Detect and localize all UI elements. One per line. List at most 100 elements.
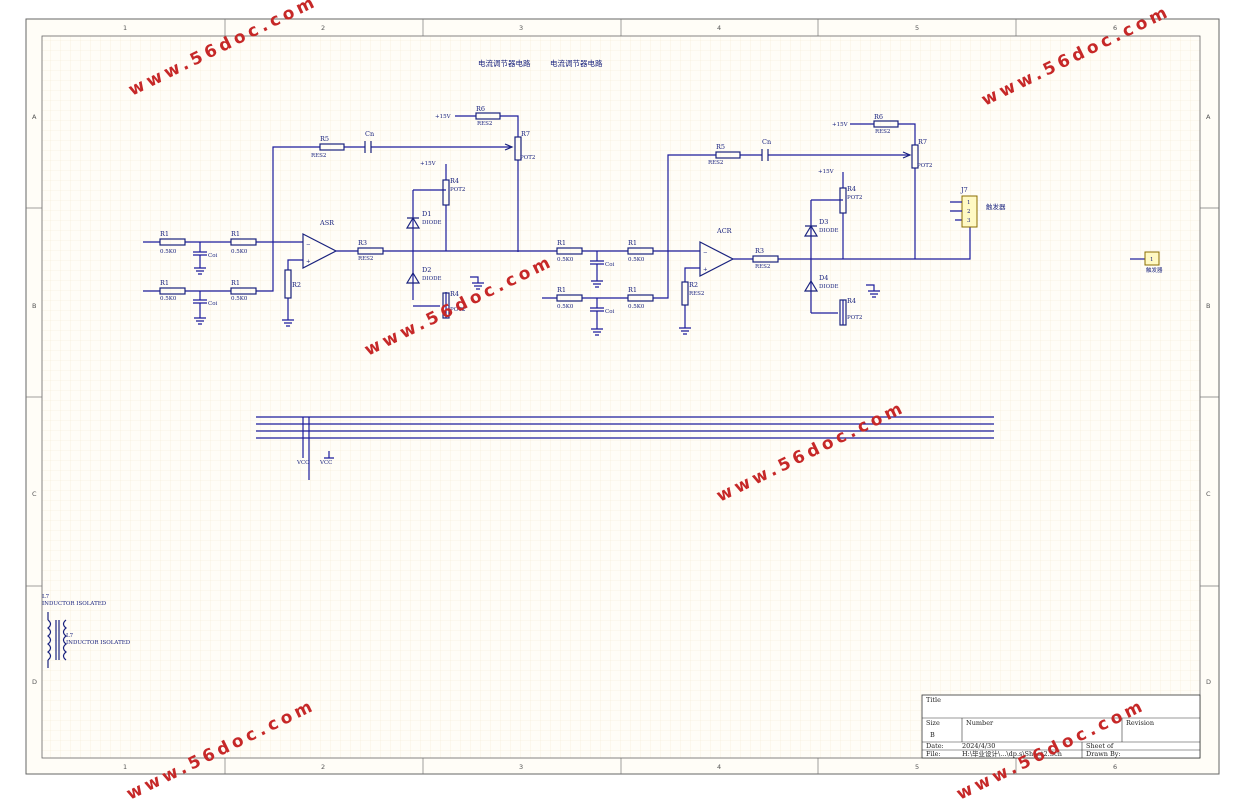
zone-right-A: A — [1206, 113, 1211, 121]
label-plus15-left-a: +15V — [435, 114, 452, 120]
value-d2: DIODE — [422, 276, 442, 282]
j7-pin-3: 3 — [967, 218, 971, 224]
resistor-r2-left — [284, 269, 292, 299]
j7-pin-1: 1 — [967, 200, 971, 206]
title-block: Title Size B Number Revision Date: 2024/… — [921, 694, 1201, 759]
tb-number-label: Number — [966, 719, 994, 727]
tb-size-value: B — [930, 731, 935, 739]
power-bus: VCC VCC — [256, 416, 994, 480]
zone-top-2: 2 — [321, 24, 325, 32]
pot-r7-right — [911, 144, 919, 169]
value-r5-left: RES2 — [311, 153, 326, 159]
label-j7: J7 — [960, 186, 968, 194]
tb-drawn-label: Drawn By: — [1086, 750, 1121, 758]
label-r1b-right: R1 — [628, 239, 637, 247]
resistor-r3-left — [357, 247, 384, 255]
sheet-title-1: 电流调节器电路 — [478, 58, 531, 68]
svg-text:+: + — [306, 259, 311, 265]
label-r4-bot-right: R4 — [847, 297, 856, 305]
label-d3: D3 — [819, 218, 828, 226]
zone-top-4: 4 — [717, 24, 721, 32]
value-r1b: 0.5K0 — [231, 249, 248, 255]
opamp-acr — [699, 241, 735, 277]
value-r4-top-left: POT2 — [450, 187, 465, 193]
j7-pin-2: 2 — [967, 209, 971, 215]
resistor-r2-right — [681, 281, 689, 306]
value-r4-top-right: POT2 — [847, 195, 862, 201]
label-r6-right: R6 — [874, 113, 883, 121]
label-r7-left: R7 — [521, 130, 530, 138]
resistor-r5-right — [715, 151, 741, 159]
value-r2-right: RES2 — [689, 291, 704, 297]
value-r1c-right: 0.5K0 — [557, 304, 574, 310]
label-d2: D2 — [422, 266, 431, 274]
diode-d2 — [405, 271, 421, 284]
tb-date-label: Date: — [926, 742, 944, 750]
value-r7-left: POT2 — [520, 155, 535, 161]
port-label: 触发器 — [1146, 266, 1163, 274]
value-l7b: INDUCTOR ISOLATED — [66, 640, 131, 646]
label-r1a: R1 — [160, 230, 169, 238]
zone-bottom-4: 4 — [717, 763, 721, 771]
label-r4-top-right: R4 — [847, 185, 856, 193]
pot-r4-top-right — [839, 187, 847, 214]
label-r1c: R1 — [160, 279, 169, 287]
value-r1a-right: 0.5K0 — [557, 257, 574, 263]
label-r3-right: R3 — [755, 247, 764, 255]
tb-revision-label: Revision — [1126, 719, 1154, 727]
value-d1: DIODE — [422, 220, 442, 226]
zone-top-1: 1 — [123, 24, 127, 32]
label-plus15-right-a: +15V — [832, 122, 849, 128]
zone-right-D: D — [1206, 678, 1211, 686]
value-r6-right: RES2 — [875, 129, 890, 135]
zone-left-B: B — [32, 302, 36, 310]
resistor-r1a-right — [556, 247, 583, 255]
port-number: 1 — [1150, 257, 1154, 263]
zone-markers — [26, 19, 1219, 774]
tb-file-label: File: — [926, 750, 941, 758]
label-cn-right: Cn — [762, 138, 771, 146]
acr-stage: R1 0.5K0 R1 0.5K0 R1 0.5K0 R1 0.5K0 Coi … — [542, 113, 1163, 336]
label-cap-b: Coi — [208, 301, 218, 307]
value-r7-right: POT2 — [917, 163, 932, 169]
asr-stage: R1 0.5K0 R1 0.5K0 R1 0.5K0 R1 0.5K0 Coi … — [143, 105, 545, 327]
svg-text:−: − — [306, 242, 311, 248]
label-l7b: L7 — [66, 633, 74, 639]
zone-bottom-3: 3 — [519, 763, 523, 771]
diode-d4 — [803, 279, 819, 292]
zone-top-5: 5 — [915, 24, 919, 32]
label-plus15-left-b: +15V — [420, 161, 437, 167]
label-asr: ASR — [319, 219, 335, 227]
label-acr: ACR — [716, 227, 733, 235]
value-d3: DIODE — [819, 228, 839, 234]
label-r5-right: R5 — [716, 143, 725, 151]
resistor-r3-right — [752, 255, 779, 263]
value-r4-bot-right: POT2 — [847, 315, 862, 321]
svg-text:−: − — [703, 250, 708, 256]
label-r2-left: R2 — [292, 281, 301, 289]
resistor-r1a — [159, 238, 186, 246]
label-plus15-right-b: +15V — [818, 169, 835, 175]
zone-right-B: B — [1206, 302, 1210, 310]
svg-text:+: + — [703, 267, 708, 273]
label-r4-top-left: R4 — [450, 177, 459, 185]
pot-r4-bot-left — [442, 292, 450, 319]
resistor-r6-right — [873, 120, 899, 128]
value-r1d: 0.5K0 — [231, 296, 248, 302]
label-r3-left: R3 — [358, 239, 367, 247]
label-r2-right: R2 — [689, 281, 698, 289]
sheet-title-2: 电流调节器电路 — [550, 58, 603, 68]
inductor-l7: L7 INDUCTOR ISOLATED L7 INDUCTOR ISOLATE… — [42, 594, 131, 668]
value-r1b-right: 0.5K0 — [628, 257, 645, 263]
tb-file-value: H:\毕业设计\...\dp.s\Sheet2.Sch — [962, 749, 1062, 758]
diode-d3 — [803, 224, 819, 237]
value-d4: DIODE — [819, 284, 839, 290]
value-r1d-right: 0.5K0 — [628, 304, 645, 310]
zone-top-6: 6 — [1113, 24, 1117, 32]
pot-r7-left — [514, 136, 522, 161]
zone-bottom-2: 2 — [321, 763, 325, 771]
zone-bottom-1: 1 — [123, 763, 127, 771]
resistor-r1b — [230, 238, 257, 246]
label-vcc-a: VCC — [296, 460, 309, 466]
zone-left-A: A — [32, 113, 37, 121]
